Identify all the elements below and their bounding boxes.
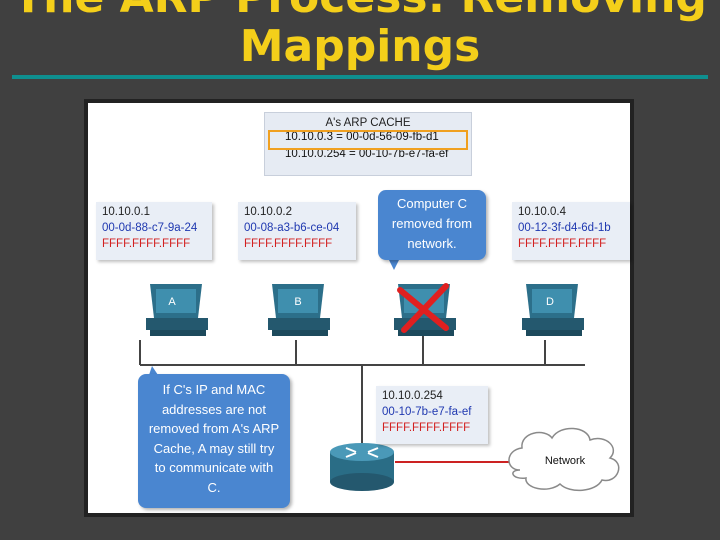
callout-c-line: Computer C [396,196,468,211]
host-a-mac: 00-0d-88-c7-9a-24 [102,222,198,234]
router-icon [330,443,394,491]
stale-arp-warning-callout: If C's IP and MAC addresses are not remo… [138,374,290,508]
callout-c-line: removed from [391,216,473,231]
computer-c-removed-callout: Computer C removed from network. [378,190,486,260]
network-cloud-icon [508,427,620,492]
callout-a-line: If C's IP and MAC [162,382,266,397]
host-label-a: A [168,296,176,308]
network-cloud-label: Network [545,455,586,467]
removed-cross-icon [397,283,449,333]
computer-b-icon [268,284,330,336]
arp-entry-c: 10.10.0.3 = 00-0d-56-09-fb-d1 [285,131,439,143]
host-d-mac: 00-12-3f-d4-6d-1b [518,222,611,234]
arp-cache-title: A's ARP CACHE [325,117,411,129]
host-label-b: B [294,296,301,308]
host-b-address-box: 10.10.0.2 00-08-a3-b6-ce-04 FFFF.FFFF.FF… [238,202,356,260]
callout-c-line: network. [407,236,457,251]
host-a-address-box: 10.10.0.1 00-0d-88-c7-9a-24 FFFF.FFFF.FF… [96,202,212,260]
router-ip: 10.10.0.254 [382,390,443,402]
arp-entry-router: 10.10.0.254 = 00-10-7b-e7-fa-ef [285,148,449,160]
host-b-mac: 00-08-a3-b6-ce-04 [244,222,340,234]
host-a-ip: 10.10.0.1 [102,206,150,218]
slide-title-line1: The ARP Process: Removing [0,0,720,22]
slide-title-line2: Mappings [239,21,481,72]
host-label-d: D [546,296,554,308]
callout-a-line: removed from A's ARP [148,421,280,436]
host-d-address-box: 10.10.0.4 00-12-3f-d4-6d-1b FFFF.FFFF.FF… [512,202,630,260]
host-a-broadcast: FFFF.FFFF.FFFF [102,238,191,250]
callout-a-line: C. [207,479,221,495]
host-b-ip: 10.10.0.2 [244,206,292,218]
host-b-broadcast: FFFF.FFFF.FFFF [244,238,333,250]
router-address-box: 10.10.0.254 00-10-7b-e7-fa-ef FFFF.FFFF.… [376,386,488,444]
host-d-broadcast: FFFF.FFFF.FFFF [518,238,607,250]
callout-a-line: to communicate with [154,460,274,475]
router-broadcast: FFFF.FFFF.FFFF [382,422,471,434]
title-divider [12,75,708,79]
host-d-ip: 10.10.0.4 [518,206,566,218]
arp-entry-highlight [268,130,468,150]
callout-a-line: addresses are not [161,401,267,417]
callout-c-tail [388,258,400,270]
computer-d-icon [522,284,584,336]
router-mac: 00-10-7b-e7-fa-ef [382,406,472,418]
arp-cache-box: A's ARP CACHE 10.10.0.3 = 00-0d-56-09-fb… [264,112,472,176]
callout-a-line: Cache, A may still try [153,440,275,456]
computer-a-icon [146,284,208,336]
